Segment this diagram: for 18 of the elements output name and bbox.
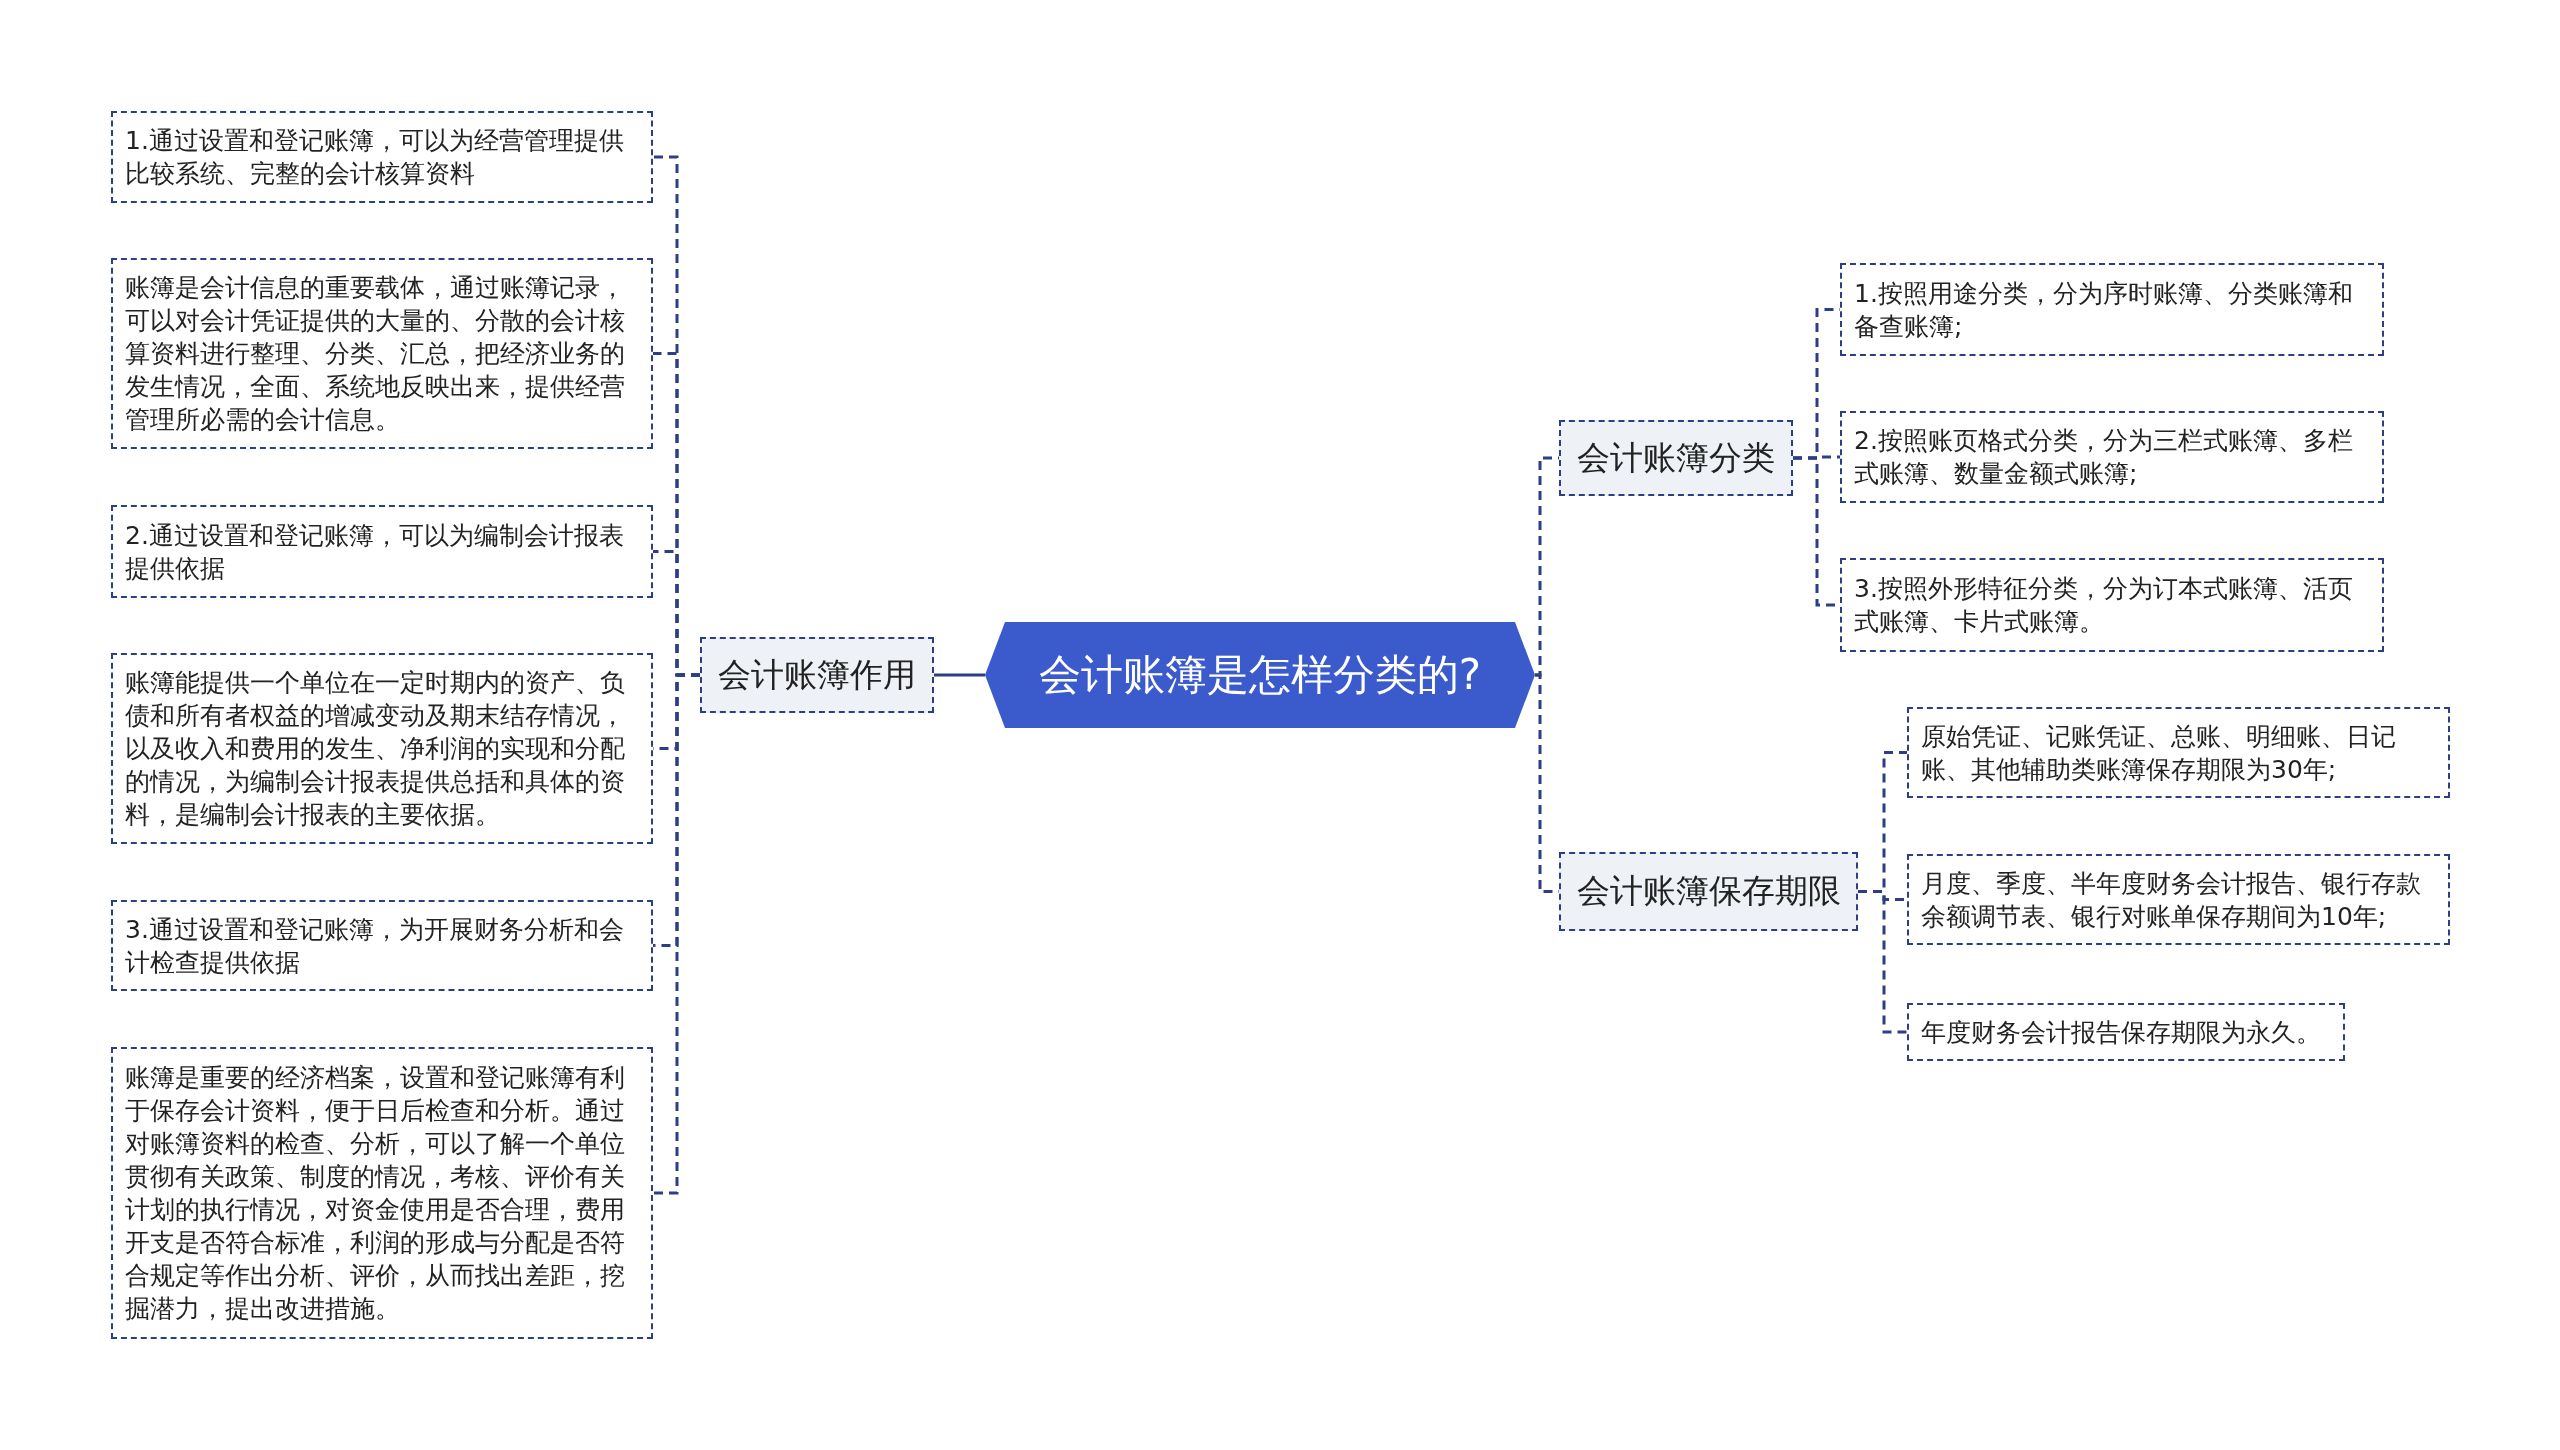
text-box: 2.通过设置和登记账簿，可以为编制会计报表提供依据 xyxy=(111,505,653,598)
text-box: 账簿能提供一个单位在一定时期内的资产、负债和所有者权益的增减变动及期末结存情况，以及收入和费用的发生、净利润的实现和分配的情况，为编制会计报表提供总括和具体的资料，是编制会计报表的主要依据。 xyxy=(111,653,653,844)
text-box: 3.通过设置和登记账簿，为开展财务分析和会计检查提供依据 xyxy=(111,900,653,991)
text-box: 账簿是重要的经济档案，设置和登记账簿有利于保存会计资料，便于日后检查和分析。通过对账簿资料的检查、分析，可以了解一个单位贯彻有关政策、制度的情况，考核、评价有关计划的执行情况，对资金使用是否合理，费用开支是否符合标准，利润的形成与分配是否符合规定等作出分析、评价，从而找出差距，挖掘潜力，提出改进措施。 xyxy=(111,1047,653,1339)
connector-line xyxy=(1858,890,1907,1034)
text-box: 2.按照账页格式分类，分为三栏式账簿、多栏式账簿、数量金额式账簿; xyxy=(1840,411,2384,503)
text-box: 1.通过设置和登记账簿，可以为经营管理提供比较系统、完整的会计核算资料 xyxy=(111,111,653,203)
text-box: 年度财务会计报告保存期限为永久。 xyxy=(1907,1003,2345,1061)
text-box: 账簿是会计信息的重要载体，通过账簿记录，可以对会计凭证提供的大量的、分散的会计核算资料进行整理、分类、汇总，把经济业务的发生情况，全面、系统地反映出来，提供经营管理所必需的会计信息。 xyxy=(111,258,653,449)
topic-box: 会计账簿保存期限 xyxy=(1559,852,1858,931)
topic-box: 会计账簿分类 xyxy=(1559,420,1793,496)
text-box: 3.按照外形特征分类，分为订本式账簿、活页式账簿、卡片式账簿。 xyxy=(1840,558,2384,652)
connector-line xyxy=(934,673,985,677)
topic-box: 会计账簿作用 xyxy=(700,637,934,713)
central-topic: 会计账簿是怎样分类的? xyxy=(985,622,1535,728)
text-box: 原始凭证、记账凭证、总账、明细账、日记账、其他辅助类账簿保存期限为30年; xyxy=(1907,707,2450,798)
text-box: 1.按照用途分类，分为序时账簿、分类账簿和备查账簿; xyxy=(1840,263,2384,356)
text-box: 月度、季度、半年度财务会计报告、银行存款余额调节表、银行对账单保存期间为10年; xyxy=(1907,854,2450,945)
